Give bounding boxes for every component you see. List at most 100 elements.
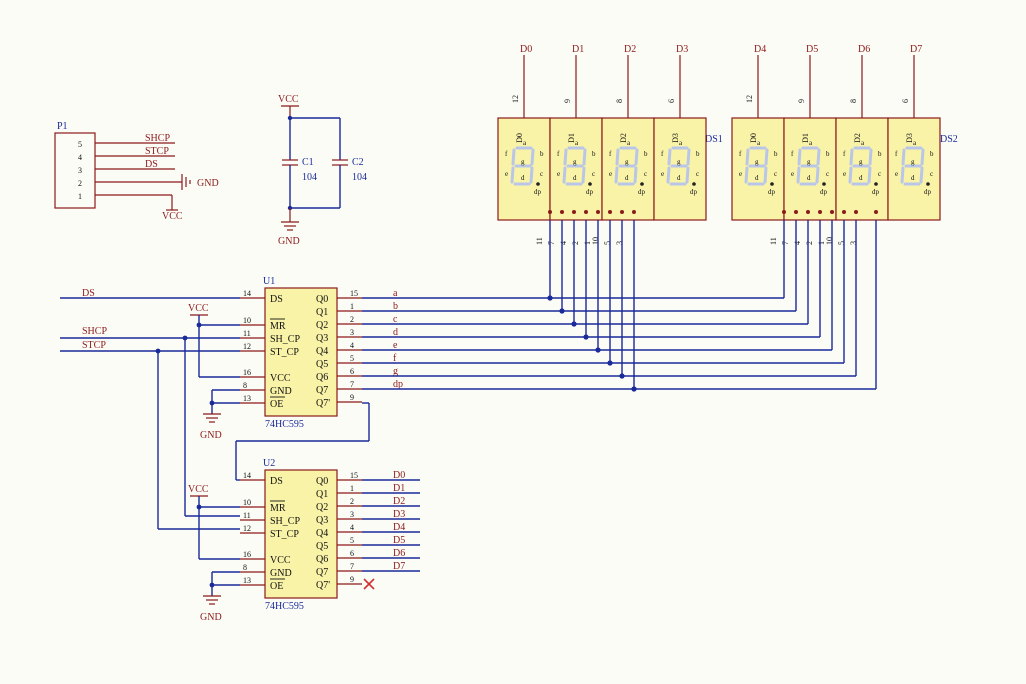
ds2-bottom-pin-4: 4: [793, 241, 802, 245]
p1-net-vcc: VCC: [162, 211, 183, 222]
u1-pin-name-mr: MR: [270, 321, 286, 332]
u1-net-a: a: [393, 288, 398, 299]
u1-net-stcp: STCP: [82, 340, 106, 351]
u1-pin-name-oe: OE: [270, 399, 283, 410]
ds2-bottom-pin-1: 1: [817, 241, 826, 245]
u2-part: 74HC595: [265, 601, 304, 612]
ds2-digit-1-seg-d: d: [807, 174, 811, 182]
connector-p1: P1 5 4 3 2 1 SHCP STCP DS GND VCC: [54, 121, 219, 222]
u1-net-g: g: [393, 366, 398, 377]
ds2-digit-2-seg-a: a: [861, 139, 865, 147]
u1-pin-num-3: 3: [350, 328, 354, 337]
ds1-digit-1-seg-d: d: [573, 174, 577, 182]
c2-value: 104: [352, 172, 367, 183]
ds2-common-pin-0: 12: [745, 95, 754, 103]
u1-pin-num-6: 6: [350, 367, 354, 376]
ds1-digit-0-seg-e: e: [505, 170, 508, 178]
u1-pin-name-gnd: GND: [270, 386, 292, 397]
u1-pin-num-15: 15: [350, 289, 358, 298]
u2-pin-num-15: 15: [350, 471, 358, 480]
u1-net-b: b: [393, 301, 398, 312]
ds1-digit-2-seg-b: b: [644, 150, 648, 158]
ds2-digit-2-seg-e: e: [843, 170, 846, 178]
ds2-digit-3-seg-a: a: [913, 139, 917, 147]
ds2-ref: DS2: [940, 134, 958, 145]
u2-pin-name-q7p: Q7': [316, 580, 330, 591]
ds2-digit-3: [887, 117, 941, 221]
ds1-common-pin-0: 12: [511, 95, 520, 103]
u1-pin-name-sh_cp: SH_CP: [270, 334, 300, 345]
u2-net-d7: D7: [393, 561, 405, 572]
u1-pin-num-11: 11: [243, 329, 251, 338]
ds1-digit-2-label: D2: [619, 133, 628, 143]
ds1-bottom-pin-1: 1: [583, 241, 592, 245]
ds1-digit-0-seg-a: a: [523, 139, 527, 147]
u2-pin-name-gnd: GND: [270, 568, 292, 579]
ds1-digit-1-seg-f: f: [557, 150, 560, 158]
ds2-digit-3-seg-e: e: [895, 170, 898, 178]
u2-pin-num-4: 4: [350, 523, 354, 532]
ds2-digit-1-seg-f: f: [791, 150, 794, 158]
u1-pin-num-9: 9: [350, 393, 354, 402]
u2-pin-num-9: 9: [350, 575, 354, 584]
u1-left-wiring: DS SHCP STCP VCC GND: [60, 288, 370, 529]
u1-pin-name-ds: DS: [270, 294, 283, 305]
u2-left-wiring: VCC GND: [158, 484, 375, 623]
p1-pin-3: 3: [78, 166, 82, 175]
u2-pin-name-mr: MR: [270, 503, 286, 514]
u2-vcc-label: VCC: [188, 484, 209, 495]
u2-pin-num-1: 1: [350, 484, 354, 493]
u2-net-d3: D3: [393, 509, 405, 520]
ds1-digit-0-seg-f: f: [505, 150, 508, 158]
u2-pin-num-2: 2: [350, 497, 354, 506]
ds1-digit-3-seg-a: a: [679, 139, 683, 147]
c1-value: 104: [302, 172, 317, 183]
u1-pin-name-q2: Q2: [316, 320, 328, 331]
ds2-digit-0-seg-f: f: [739, 150, 742, 158]
u1-net-f: f: [393, 353, 397, 364]
ds1-common-net-3: D3: [676, 44, 688, 55]
ds2-bottom-pin-2: 2: [805, 241, 814, 245]
ds2-digit-1-label: D1: [801, 133, 810, 143]
p1-pin-5: 5: [78, 140, 82, 149]
u1-pin-num-14: 14: [243, 289, 251, 298]
ds2-common-pin-2: 8: [849, 99, 858, 103]
u1-net-d: d: [393, 327, 398, 338]
ds1-digit-1-seg-a: a: [575, 139, 579, 147]
ds2-common-net-1: D5: [806, 44, 818, 55]
ds1-digit-3-seg-dp: dp: [690, 188, 698, 196]
ds2-digit-2-seg-c: c: [878, 170, 881, 178]
ds2-common-net-3: D7: [910, 44, 922, 55]
u1-ref: U1: [263, 276, 275, 287]
ds1-digit-2-seg-g: g: [625, 158, 629, 166]
ds1-bottom-pin-7: 7: [547, 241, 556, 245]
u2-pin-name-sh_cp: SH_CP: [270, 516, 300, 527]
ds2-digit-0-seg-c: c: [774, 170, 777, 178]
ds2-digit-0-seg-dp: dp: [768, 188, 776, 196]
ds2-digit-2: [835, 117, 889, 221]
ds2-digit-3-label: D3: [905, 133, 914, 143]
ds1-common-pin-3: 6: [667, 99, 676, 103]
decoupling-caps: VCC GND C1 104 C2 104: [278, 94, 367, 247]
ds1-common-net-0: D0: [520, 44, 532, 55]
ds1-common-net-1: D1: [572, 44, 584, 55]
ds1-digit-2-seg-e: e: [609, 170, 612, 178]
display-ds2: DS2 D0abcdefgdpD412D1abcdefgdpD59D2abcde…: [731, 44, 958, 245]
ds2-digit-1-seg-g: g: [807, 158, 811, 166]
p1-pin-4: 4: [78, 153, 82, 162]
ds2-digit-3-seg-c: c: [930, 170, 933, 178]
u1-net-shcp: SHCP: [82, 326, 107, 337]
u2-gnd-label: GND: [200, 612, 222, 623]
ds2-digit-2-seg-d: d: [859, 174, 863, 182]
ds2-digit-1-seg-e: e: [791, 170, 794, 178]
p1-net-stcp: STCP: [145, 146, 169, 157]
u2-pin-num-5: 5: [350, 536, 354, 545]
ds1-ref: DS1: [705, 134, 723, 145]
u1-pin-name-q3: Q3: [316, 333, 328, 344]
ds1-bottom-pin-3: 3: [615, 241, 624, 245]
ds2-bottom-pin-11: 11: [769, 237, 778, 245]
ds1-digit-0-label: D0: [515, 133, 524, 143]
ds2-digit-2-seg-dp: dp: [872, 188, 880, 196]
ds2-digit-3-seg-g: g: [911, 158, 915, 166]
